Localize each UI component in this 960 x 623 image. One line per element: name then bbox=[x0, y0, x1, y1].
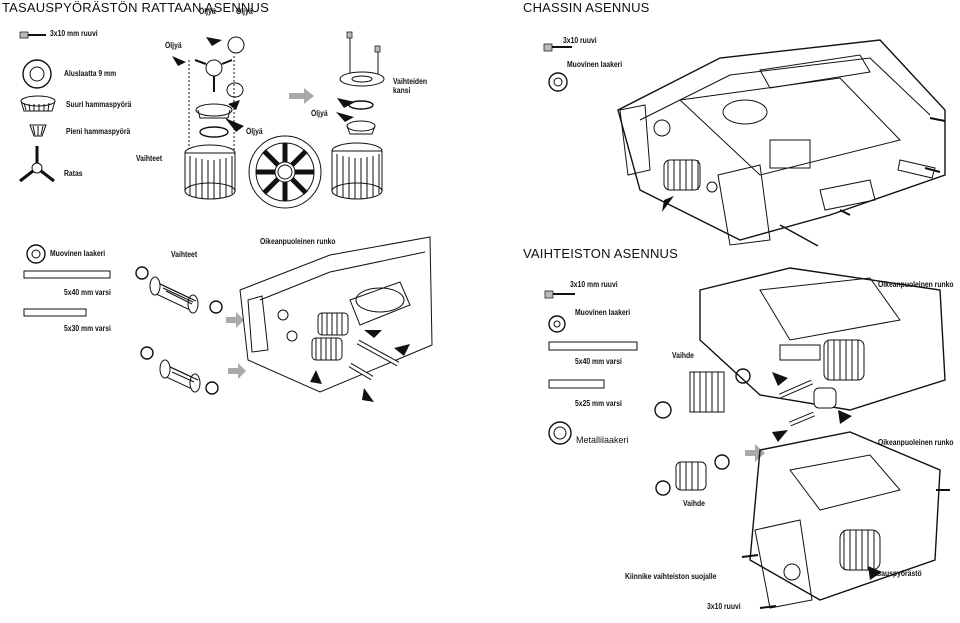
oil-label-2: Öljyä bbox=[199, 7, 216, 16]
gearbox-bearing-label: Muovinen laakeri bbox=[575, 308, 631, 317]
shaft-legend bbox=[23, 244, 111, 317]
diff-small-gear-label: Pieni hammaspyörä bbox=[66, 127, 131, 136]
gearbox-legend bbox=[544, 290, 638, 445]
diff-exploded-view bbox=[172, 31, 385, 209]
chassis-screw-label: 3x10 ruuvi bbox=[563, 36, 597, 45]
gearbox-lower bbox=[655, 431, 950, 609]
gearbox-gear-label-2: Vaihde bbox=[683, 499, 705, 508]
chassis-bearing-label: Muovinen laakeri bbox=[567, 60, 623, 69]
diff-big-gear-label: Suuri hammaspyörä bbox=[66, 100, 132, 109]
shaft-gears-label: Vaihteet bbox=[171, 250, 198, 259]
oil-label-3: Öljyä bbox=[236, 7, 253, 16]
gearbox-screw2-label: 3x10 ruuvi bbox=[707, 602, 741, 611]
gearbox-metal-bearing-label: Metallilaakeri bbox=[576, 435, 629, 445]
diff-gears-label: Vaihteet bbox=[136, 154, 163, 163]
diff-ratas-label: Ratas bbox=[64, 169, 83, 178]
shaft-short-label: 5x30 mm varsi bbox=[64, 324, 111, 333]
diff-screw-label: 3x10 mm ruuvi bbox=[50, 29, 98, 38]
gearbox-shaft-long-label: 5x40 mm varsi bbox=[575, 357, 622, 366]
chassis-section-title: CHASSIN ASENNUS bbox=[523, 0, 650, 15]
diff-section-title: TASAUSPYÖRÄSTÖN RATTAAN ASENNUS bbox=[2, 0, 269, 15]
shaft-bearing-label: Muovinen laakeri bbox=[50, 249, 106, 258]
oil-label-1: Öljyä bbox=[165, 41, 182, 50]
shaft-long-label: 5x40 mm varsi bbox=[64, 288, 111, 297]
gearbox-upper bbox=[654, 267, 946, 442]
diff-washer-label: Aluslaatta 9 mm bbox=[64, 69, 117, 78]
spider-icon bbox=[19, 146, 55, 183]
oil-label-5: Öljyä bbox=[311, 109, 328, 118]
small-bevel-gear-icon bbox=[29, 124, 47, 137]
right-frame-with-shafts bbox=[239, 236, 433, 402]
gearbox-shaft-short-label: 5x25 mm varsi bbox=[575, 399, 622, 408]
gearbox-screw-label: 3x10 mm ruuvi bbox=[570, 280, 618, 289]
gearbox-section-title: VAIHTEISTON ASENNUS bbox=[523, 246, 679, 261]
diff-cover-label: Vaihteiden kansi bbox=[393, 77, 428, 95]
gearbox-gear-label-1: Vaihde bbox=[672, 351, 694, 360]
screw-icon bbox=[19, 31, 46, 39]
shaft-gears-left bbox=[135, 266, 246, 395]
washer-icon bbox=[22, 59, 52, 89]
oil-label-4: Öljyä bbox=[246, 127, 263, 136]
chassis-drawing bbox=[617, 39, 946, 247]
chassis-legend bbox=[543, 43, 572, 92]
gearbox-frame-label-1: Oikeanpuoleinen runko bbox=[878, 280, 954, 289]
gearbox-frame-label-2: Oikeanpuoleinen runko bbox=[878, 438, 954, 447]
gearbox-diff-label: Tasauspyörästö bbox=[870, 569, 922, 578]
gearbox-mount-label: Kiinnike vaihteiston suojalle bbox=[625, 572, 717, 581]
shaft-frame-label: Oikeanpuoleinen runko bbox=[260, 237, 336, 246]
big-bevel-gear-icon bbox=[20, 95, 56, 112]
